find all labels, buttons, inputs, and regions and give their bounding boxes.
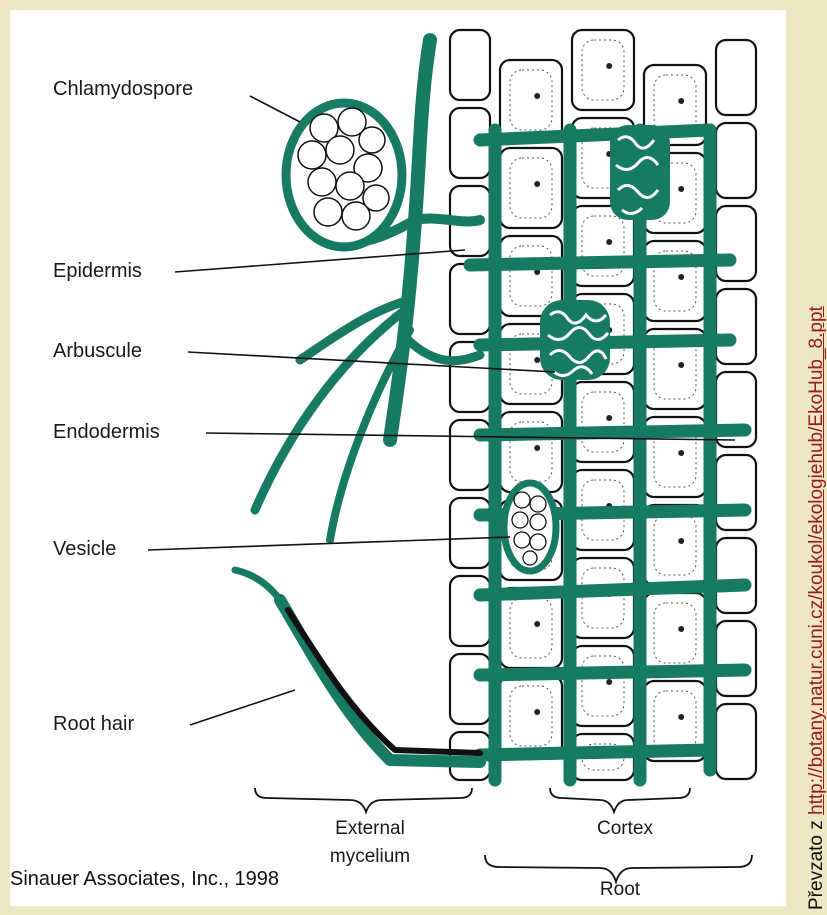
label-root-hair: Root hair — [53, 713, 134, 736]
plant-cell — [716, 455, 756, 530]
cell-nucleus — [534, 445, 540, 451]
arbuscule — [540, 300, 610, 380]
cell-nucleus — [678, 98, 684, 104]
image-credit: Sinauer Associates, Inc., 1998 — [10, 868, 279, 891]
source-link[interactable]: http://botany.natur.cuni.cz/koukol/ekolo… — [806, 306, 827, 815]
cell-nucleus — [534, 357, 540, 363]
label-chlamydospore: Chlamydospore — [53, 78, 193, 101]
source-prefix: Převzato z — [806, 815, 827, 910]
cell-nucleus — [678, 274, 684, 280]
label-endodermis: Endodermis — [53, 421, 160, 444]
plant-cell — [716, 704, 756, 779]
cell-nucleus — [606, 63, 612, 69]
group-external-mycelium: External mycelium — [300, 815, 440, 871]
cell-nucleus — [606, 415, 612, 421]
plant-cell — [716, 289, 756, 364]
arbuscule-upper — [610, 125, 670, 220]
cell-nucleus — [678, 626, 684, 632]
cell-nucleus — [534, 709, 540, 715]
cell-nucleus — [534, 621, 540, 627]
cell-nucleus — [678, 362, 684, 368]
group-cortex: Cortex — [570, 815, 680, 843]
cell-nucleus — [534, 93, 540, 99]
plant-cell — [572, 382, 634, 462]
plant-cell — [716, 40, 756, 115]
plant-cell — [716, 538, 756, 613]
cell-nucleus — [678, 186, 684, 192]
plant-cell — [500, 60, 562, 140]
plant-cell — [450, 654, 490, 724]
figure-panel: Chlamydospore Epidermis Arbuscule Endode… — [10, 10, 786, 906]
mycorrhiza-diagram — [10, 10, 786, 906]
cell-nucleus — [678, 450, 684, 456]
plant-cell — [500, 148, 562, 228]
source-note: Převzato z http://botany.natur.cuni.cz/k… — [806, 306, 827, 910]
plant-cell — [450, 264, 490, 334]
label-arbuscule: Arbuscule — [53, 340, 142, 363]
cell-nucleus — [534, 181, 540, 187]
label-vesicle: Vesicle — [53, 538, 116, 561]
group-root: Root — [580, 876, 660, 904]
cell-nucleus — [678, 538, 684, 544]
plant-cell — [450, 30, 490, 100]
plant-cell — [644, 241, 706, 321]
plant-cell — [500, 676, 562, 756]
cell-nucleus — [606, 679, 612, 685]
plant-cell — [450, 576, 490, 646]
plant-cell — [572, 30, 634, 110]
plant-cell — [572, 558, 634, 638]
plant-cell — [716, 123, 756, 198]
plant-cell — [572, 646, 634, 726]
chlamydospore — [286, 103, 402, 247]
plant-cell — [716, 621, 756, 696]
plant-cell — [450, 342, 490, 412]
plant-cell — [716, 206, 756, 281]
label-epidermis: Epidermis — [53, 260, 142, 283]
cell-nucleus — [606, 239, 612, 245]
cell-nucleus — [678, 714, 684, 720]
vesicle — [504, 483, 556, 571]
plant-cell — [644, 593, 706, 673]
